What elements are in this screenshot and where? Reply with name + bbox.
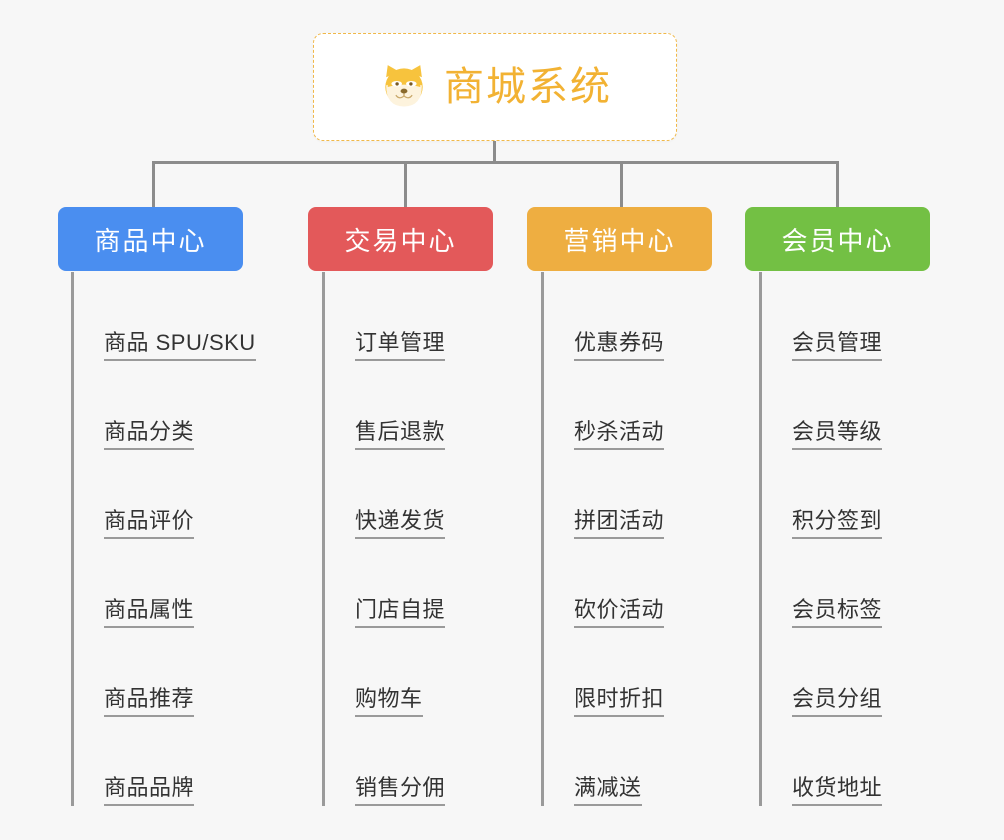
- list-item-label: 订单管理: [355, 330, 446, 361]
- list-item-label: 购物车: [355, 686, 423, 717]
- list-item[interactable]: 销售分佣: [325, 717, 522, 806]
- list-item[interactable]: 优惠券码: [544, 272, 741, 361]
- list-item-label: 限时折扣: [574, 686, 665, 717]
- list-item-label: 快递发货: [355, 508, 446, 539]
- root-title: 商城系统: [444, 65, 612, 109]
- branch-items-营销中心: 优惠券码 秒杀活动 拼团活动 砍价活动 限时折扣 满减送: [541, 272, 741, 806]
- list-item[interactable]: 会员管理: [762, 272, 959, 361]
- list-item-label: 优惠券码: [574, 330, 665, 361]
- list-item-label: 商品品牌: [104, 775, 195, 806]
- list-item-label: 会员分组: [792, 686, 883, 717]
- list-item[interactable]: 满减送: [544, 717, 741, 806]
- list-item-label: 商品评价: [104, 508, 195, 539]
- list-item-label: 商品分类: [104, 419, 195, 450]
- list-item-label: 拼团活动: [574, 508, 665, 539]
- root-node[interactable]: 商城系统: [313, 33, 677, 141]
- list-item[interactable]: 购物车: [325, 628, 522, 717]
- list-item[interactable]: 快递发货: [325, 450, 522, 539]
- list-item-label: 砍价活动: [574, 597, 665, 628]
- branch-header-交易中心[interactable]: 交易中心: [308, 207, 493, 271]
- branch-header-营销中心[interactable]: 营销中心: [527, 207, 712, 271]
- list-item[interactable]: 售后退款: [325, 361, 522, 450]
- list-item-label: 秒杀活动: [574, 419, 665, 450]
- list-item[interactable]: 商品推荐: [74, 628, 271, 717]
- connector-drop-branch-1: [152, 161, 155, 209]
- list-item-label: 门店自提: [355, 597, 446, 628]
- list-item-label: 商品推荐: [104, 686, 195, 717]
- connector-root-stem: [493, 141, 496, 163]
- branch-items-交易中心: 订单管理 售后退款 快递发货 门店自提 购物车 销售分佣: [322, 272, 522, 806]
- list-item-label: 会员标签: [792, 597, 883, 628]
- branch-header-label: 会员中心: [781, 225, 894, 256]
- branch-header-label: 交易中心: [344, 225, 457, 256]
- list-item[interactable]: 收货地址: [762, 717, 959, 806]
- branch-items-会员中心: 会员管理 会员等级 积分签到 会员标签 会员分组 收货地址: [759, 272, 959, 806]
- list-item[interactable]: 积分签到: [762, 450, 959, 539]
- branch-header-商品中心[interactable]: 商品中心: [58, 207, 243, 271]
- list-item-label: 积分签到: [792, 508, 883, 539]
- list-item[interactable]: 商品评价: [74, 450, 271, 539]
- list-item-label: 售后退款: [355, 419, 446, 450]
- connector-drop-branch-2: [404, 161, 407, 209]
- list-item-label: 会员管理: [792, 330, 883, 361]
- branch-header-label: 商品中心: [94, 225, 207, 256]
- list-item[interactable]: 限时折扣: [544, 628, 741, 717]
- connector-horizontal-bus: [152, 161, 838, 164]
- list-item[interactable]: 秒杀活动: [544, 361, 741, 450]
- list-item[interactable]: 商品品牌: [74, 717, 271, 806]
- shiba-dog-face-icon: [385, 65, 423, 107]
- list-item[interactable]: 商品 SPU/SKU: [74, 272, 271, 361]
- list-item[interactable]: 门店自提: [325, 539, 522, 628]
- list-item[interactable]: 会员分组: [762, 628, 959, 717]
- list-item[interactable]: 会员标签: [762, 539, 959, 628]
- branch-header-label: 营销中心: [563, 225, 676, 256]
- list-item[interactable]: 商品属性: [74, 539, 271, 628]
- list-item[interactable]: 会员等级: [762, 361, 959, 450]
- branch-items-商品中心: 商品 SPU/SKU 商品分类 商品评价 商品属性 商品推荐 商品品牌: [71, 272, 271, 806]
- list-item-label: 满减送: [574, 775, 642, 806]
- connector-drop-branch-3: [620, 161, 623, 209]
- list-item-label: 商品 SPU/SKU: [104, 330, 256, 361]
- list-item-label: 商品属性: [104, 597, 195, 628]
- list-item[interactable]: 商品分类: [74, 361, 271, 450]
- list-item[interactable]: 砍价活动: [544, 539, 741, 628]
- list-item[interactable]: 订单管理: [325, 272, 522, 361]
- connector-drop-branch-4: [836, 161, 839, 209]
- list-item-label: 收货地址: [792, 775, 883, 806]
- list-item-label: 会员等级: [792, 419, 883, 450]
- list-item[interactable]: 拼团活动: [544, 450, 741, 539]
- branch-header-会员中心[interactable]: 会员中心: [745, 207, 930, 271]
- list-item-label: 销售分佣: [355, 775, 446, 806]
